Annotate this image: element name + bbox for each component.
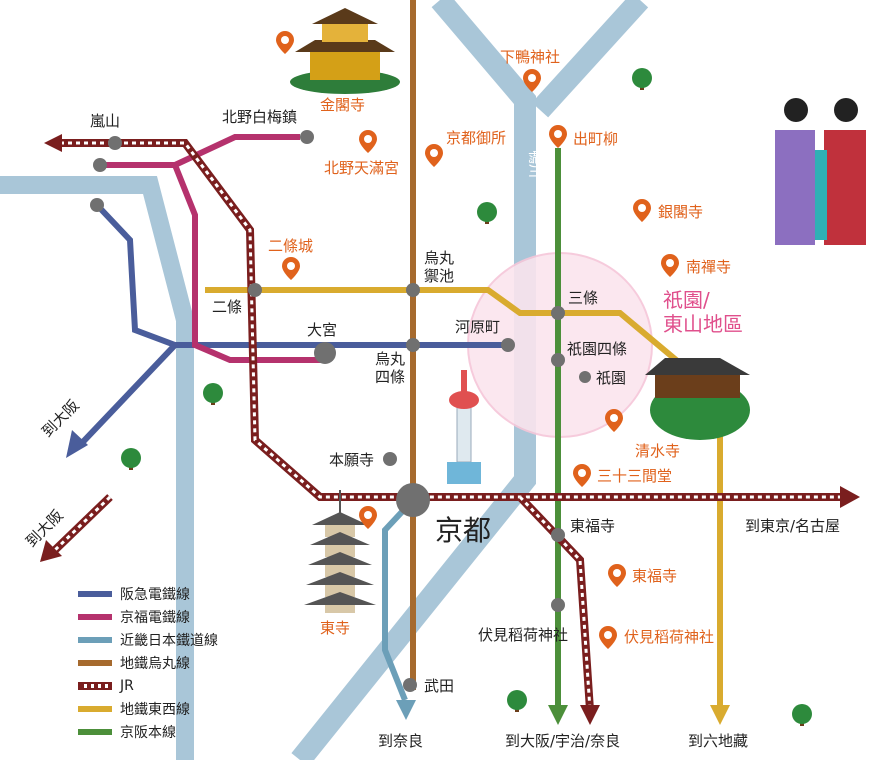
- river-label-kamo-south: 鴨川: [429, 617, 459, 649]
- dest-label-osaka-uji-nara: 到大阪/宇治/奈良: [505, 732, 620, 750]
- station-label-karasuma-shijo: 烏丸四條: [375, 350, 405, 386]
- legend-label-hankyu: 阪急電鐵線: [120, 586, 190, 603]
- toji-pagoda-illustration: [304, 490, 376, 613]
- poi-label-kyoto-gosho: 京都御所: [446, 129, 506, 147]
- hankyu-arrow: [66, 430, 88, 458]
- station-label-fushimi-inari: 伏見稻荷神社: [478, 626, 568, 644]
- dest-label-rokujizo: 到六地藏: [688, 732, 748, 750]
- legend-row-karasuma: 地鐵烏丸線: [78, 651, 278, 674]
- legend-swatch-jr: [78, 681, 112, 690]
- kyoto-tower-illustration: [447, 370, 481, 484]
- station-label-kawaramachi: 河原町: [455, 318, 500, 336]
- station-label-tofukuji: 東福寺: [570, 517, 615, 535]
- station-label-nijo: 二條: [212, 298, 242, 316]
- station-label-gion-shijo: 祇園四條: [567, 340, 627, 358]
- poi-label-sanjusangendo: 三十三間堂: [597, 467, 672, 485]
- legend-label-jr: JR: [120, 677, 134, 694]
- legend-swatch-tozai: [78, 705, 112, 712]
- poi-label-nanzenji: 南禪寺: [686, 258, 731, 276]
- station-label-kitano-hakubaicho: 北野白梅鎮: [222, 108, 297, 126]
- station-label-honganji: 本願寺: [329, 451, 374, 469]
- legend-row-kintetsu: 近畿日本鐵道線: [78, 628, 278, 651]
- poi-label-kinkakuji: 金閣寺: [320, 96, 365, 114]
- station-label-karasuma-oike: 烏丸禦池: [424, 249, 454, 285]
- station-label-omiya: 大宮: [307, 321, 337, 339]
- station-label-kyoto: 京都: [435, 514, 491, 547]
- dest-label-nara: 到奈良: [378, 732, 423, 750]
- poi-label-demachiyanagi: 出町柳: [573, 130, 618, 148]
- kiyomizu-illustration: [645, 358, 750, 440]
- jr-arrow-southwest: [40, 540, 62, 562]
- kintetsu-line: [382, 497, 416, 702]
- station-label-takeda: 武田: [424, 677, 454, 695]
- legend-row-tozai: 地鐵東西線: [78, 697, 278, 720]
- dest-label-tokyo: 到東京/名古屋: [745, 517, 840, 535]
- legend-swatch-keifuku: [78, 613, 112, 620]
- map-legend: 阪急電鐵線 京福電鐵線 近畿日本鐵道線 地鐵烏丸線 JR 地鐵東西線 京阪本線: [78, 582, 278, 743]
- poi-label-kiyomizudera: 清水寺: [635, 442, 680, 460]
- keihan-arrow: [548, 705, 568, 725]
- legend-swatch-kintetsu: [78, 636, 112, 643]
- legend-label-keifuku: 京福電鐵線: [120, 609, 190, 626]
- geisha-illustration: [775, 98, 866, 245]
- jr-arrow-east: [840, 486, 860, 508]
- hankyu-line: [94, 202, 508, 348]
- keifuku-line: [100, 134, 325, 363]
- katsura-river: [0, 176, 194, 760]
- tozai-arrow: [710, 705, 730, 725]
- jr-arrow-west-top: [44, 134, 62, 152]
- legend-swatch-keihan: [78, 728, 112, 735]
- poi-label-ginkakuji: 銀閣寺: [658, 203, 703, 221]
- legend-label-keihan: 京阪本線: [120, 724, 176, 741]
- legend-label-kintetsu: 近畿日本鐵道線: [120, 632, 218, 649]
- poi-label-nijojo: 二條城: [268, 237, 313, 255]
- legend-row-jr: JR: [78, 674, 278, 697]
- poi-label-shimogamo: 下鴨神社: [500, 48, 560, 66]
- poi-label-toji: 東寺: [320, 619, 350, 637]
- legend-swatch-hankyu: [78, 590, 112, 597]
- station-label-sanjo: 三條: [568, 289, 598, 307]
- river-label-kamo-north: 鴨川: [526, 150, 542, 178]
- legend-swatch-karasuma: [78, 659, 112, 666]
- poi-label-tofukuji: 東福寺: [632, 567, 677, 585]
- legend-label-karasuma: 地鐵烏丸線: [120, 655, 190, 672]
- legend-label-tozai: 地鐵東西線: [120, 701, 190, 718]
- legend-row-hankyu: 阪急電鐵線: [78, 582, 278, 605]
- poi-label-kitano-tenmangu: 北野天滿宮: [324, 159, 399, 177]
- legend-row-keifuku: 京福電鐵線: [78, 605, 278, 628]
- area-label-gion-higashiyama: 祇園/東山地區: [663, 288, 743, 336]
- kintetsu-arrow: [396, 700, 416, 720]
- jr-arrow-south: [580, 705, 600, 725]
- poi-label-fushimi-inari: 伏見稻荷神社: [624, 628, 714, 646]
- station-label-gion: 祇園: [596, 369, 626, 387]
- kinkakuji-illustration: [290, 8, 400, 94]
- station-dots: [90, 130, 591, 692]
- legend-row-keihan: 京阪本線: [78, 720, 278, 743]
- station-label-arashiyama: 嵐山: [90, 112, 120, 130]
